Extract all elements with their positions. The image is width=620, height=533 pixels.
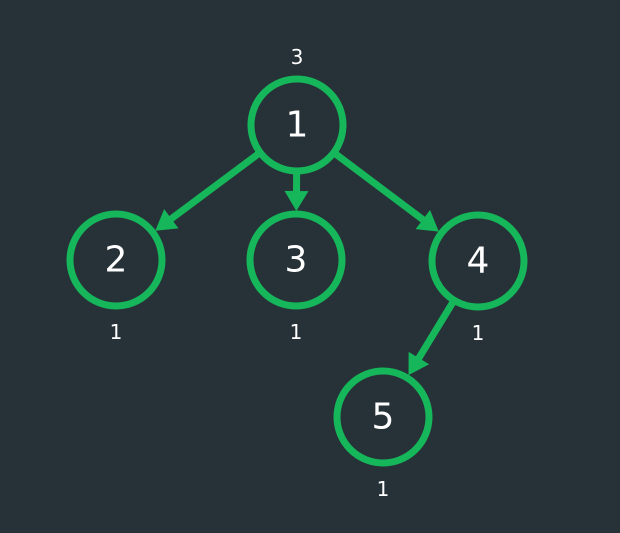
node-label: 1: [286, 105, 309, 146]
edges-layer: [155, 150, 457, 376]
node-circle[interactable]: [66, 210, 166, 310]
tree-node-4[interactable]: 41: [428, 211, 528, 345]
node-count: 1: [377, 477, 390, 501]
arrowhead-icon: [284, 190, 309, 212]
edge-1-3: [284, 169, 309, 212]
node-circle[interactable]: [333, 367, 433, 467]
edge-1-2: [155, 150, 263, 231]
node-label: 5: [372, 397, 395, 438]
node-count: 3: [291, 45, 304, 69]
node-circle[interactable]: [246, 210, 346, 310]
node-count: 1: [472, 321, 485, 345]
tree-node-2[interactable]: 21: [66, 210, 166, 344]
tree-node-1[interactable]: 13: [247, 45, 347, 175]
node-label: 3: [285, 240, 308, 281]
arrowhead-icon: [155, 209, 179, 231]
edge-line: [331, 150, 427, 224]
node-circle[interactable]: [247, 75, 347, 175]
edge-line: [167, 150, 263, 223]
arrowhead-icon: [415, 209, 439, 232]
edge-4-5: [408, 298, 457, 376]
edge-line: [415, 298, 457, 362]
node-label: 4: [467, 241, 490, 282]
tree-node-3[interactable]: 31: [246, 210, 346, 344]
node-count: 1: [110, 320, 123, 344]
arrowhead-icon: [408, 351, 430, 376]
node-count: 1: [290, 320, 303, 344]
tree-node-5[interactable]: 51: [333, 367, 433, 501]
node-circle[interactable]: [428, 211, 528, 311]
node-label: 2: [105, 240, 128, 281]
edge-1-4: [331, 150, 439, 232]
